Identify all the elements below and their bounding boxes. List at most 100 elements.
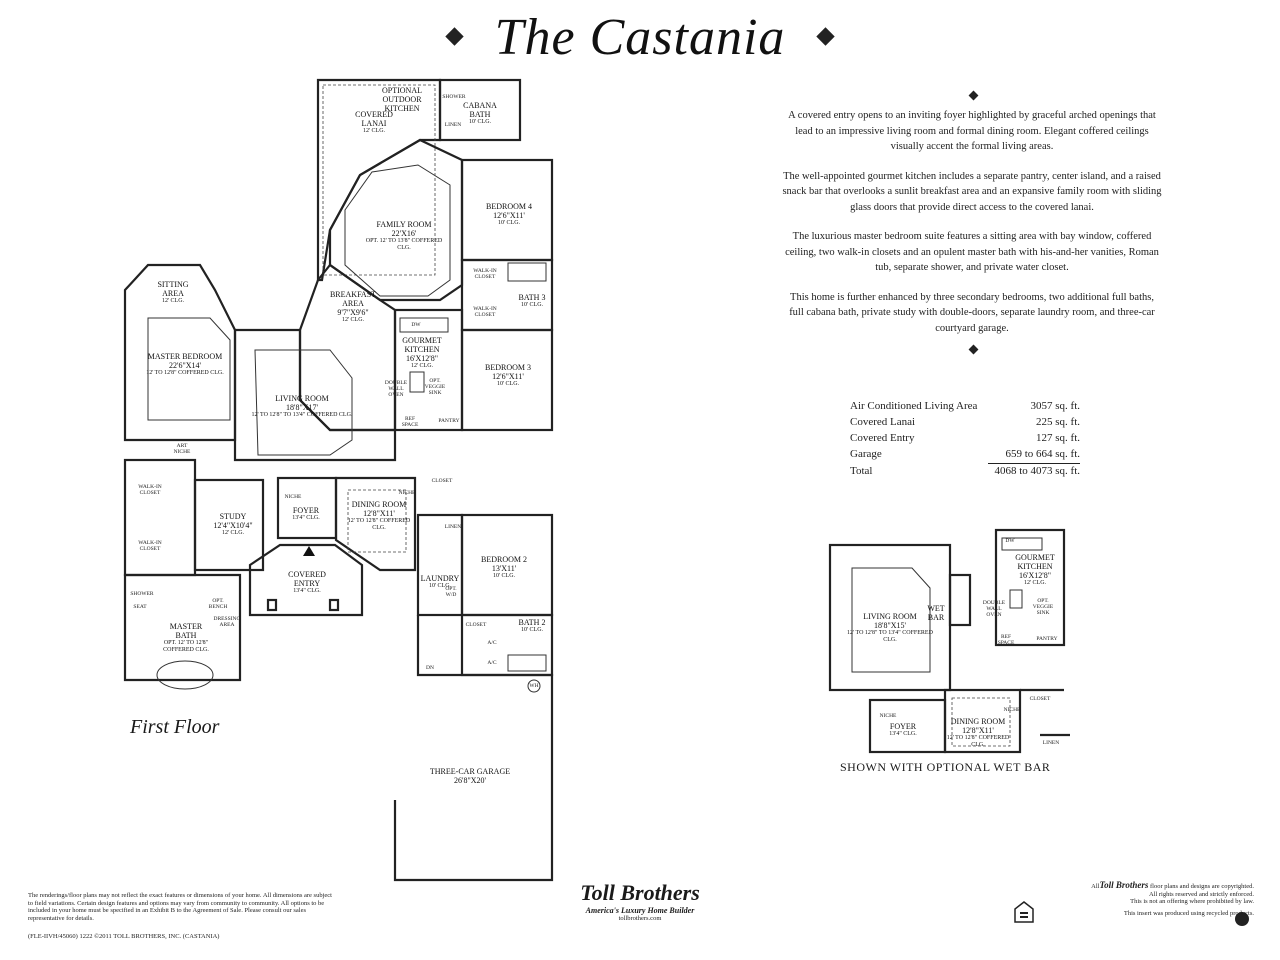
brand-tagline: America's Luxury Home Builder: [585, 906, 695, 915]
description-paragraph: This home is further enhanced by three s…: [789, 291, 1155, 334]
label-dn: DN: [426, 665, 434, 671]
master-bedroom-wall: [123, 263, 237, 442]
column: [328, 598, 340, 612]
living-ceiling: [254, 349, 353, 456]
opt-label-linen: LINEN: [1042, 740, 1060, 746]
column: [266, 598, 278, 612]
label-art-niche: ART NICHE: [173, 443, 191, 455]
laundry-wall: [416, 513, 464, 617]
label-double-wall-oven: DOUBLE WALL OVEN: [384, 380, 408, 398]
description: A covered entry opens to an inviting foy…: [782, 108, 1162, 350]
disclaimer: The renderings/floor plans may not refle…: [28, 892, 332, 922]
opt-living-ceiling: [851, 567, 931, 673]
opt-dining-ceiling: [951, 697, 1011, 747]
brand-logo: Toll Brothers America's Luxury Home Buil…: [560, 880, 720, 923]
label-walkin-closet: WALK-IN CLOSET: [138, 540, 162, 552]
family-room-ceiling: [344, 164, 451, 297]
brand-name: Toll Brothers: [580, 880, 700, 905]
tub-2: [507, 654, 547, 672]
master-bath-wall: [123, 573, 242, 682]
opt-label-dw: DW: [1005, 538, 1015, 544]
kitchen-wall: [393, 308, 464, 432]
title-text: The Castania: [494, 9, 786, 66]
label-walkin-closet: WALK-IN CLOSET: [473, 268, 497, 280]
description-paragraph: A covered entry opens to an inviting foy…: [788, 110, 1156, 152]
label-shower: SHOWER: [442, 94, 466, 100]
opt-label-opt-veggie-sink: OPT. VEGGIE SINK: [1032, 598, 1054, 616]
label-closet: CLOSET: [465, 622, 487, 628]
label-seat: SEAT: [133, 604, 147, 610]
roman-tub: [156, 660, 214, 690]
dining-room-wall: [334, 476, 417, 572]
entry-arrow-icon: [303, 546, 315, 556]
label-linen: LINEN: [444, 122, 462, 128]
lanai-outline: [322, 84, 436, 276]
recycled-icon: [1235, 912, 1249, 926]
label-walkin-closet: WALK-IN CLOSET: [138, 484, 162, 496]
opt-wet-bar: [948, 573, 972, 627]
opt-label-ref-space: REF SPACE: [997, 634, 1015, 646]
label-ac: A/C: [487, 660, 497, 666]
page-title: The Castania: [0, 8, 1280, 67]
label-closet: CLOSET: [431, 478, 453, 484]
opt-dining-wall: [943, 688, 1022, 754]
opt-label-pantry: PANTRY: [1036, 636, 1058, 642]
opt-label-closet: CLOSET: [1029, 696, 1051, 702]
label-dressing-area: DRESSING AREA: [213, 616, 241, 628]
label-linen: LINEN: [444, 524, 462, 530]
optional-plan-caption: SHOWN WITH OPTIONAL WET BAR: [840, 760, 1051, 774]
label-wh: WH: [529, 683, 539, 689]
label-pantry: PANTRY: [438, 418, 460, 424]
room-label-outdoor-kitchen: OPTIONAL OUTDOOR KITCHEN: [382, 86, 422, 113]
garage-wall: [393, 615, 554, 882]
code-line: (FLE-IIVH/45060) 1222 ©2011 TOLL BROTHER…: [28, 933, 220, 940]
label-niche: NICHE: [398, 490, 416, 496]
walkin-closets-wall: [123, 458, 197, 577]
description-paragraph: The luxurious master bedroom suite featu…: [785, 231, 1159, 273]
kitchen-island: [409, 371, 425, 393]
label-opt-wd: OPT. W/D: [445, 586, 457, 598]
opt-label-double-wall-oven: DOUBLE WALL OVEN: [982, 600, 1006, 618]
description-paragraph: The well-appointed gourmet kitchen inclu…: [782, 170, 1162, 213]
label-ac: A/C: [487, 640, 497, 646]
label-niche: NICHE: [284, 494, 302, 500]
label-opt-bench: OPT. BENCH: [208, 598, 228, 610]
label-ref-space: REF SPACE: [401, 416, 419, 428]
label-dw: DW: [411, 322, 421, 328]
rights-notice: AllToll Brothers floor plans and designs…: [1091, 880, 1254, 917]
covered-entry-wall: [248, 543, 364, 617]
master-ceiling: [147, 317, 231, 421]
opt-kitchen-counter: [1001, 537, 1043, 551]
opt-label-wet-bar: WET BAR: [927, 604, 945, 622]
label-walkin-closet: WALK-IN CLOSET: [473, 306, 497, 318]
opt-label-niche: NICHE: [1003, 707, 1021, 713]
equal-housing-icon: [1013, 900, 1035, 926]
label-shower: SHOWER: [130, 591, 154, 597]
